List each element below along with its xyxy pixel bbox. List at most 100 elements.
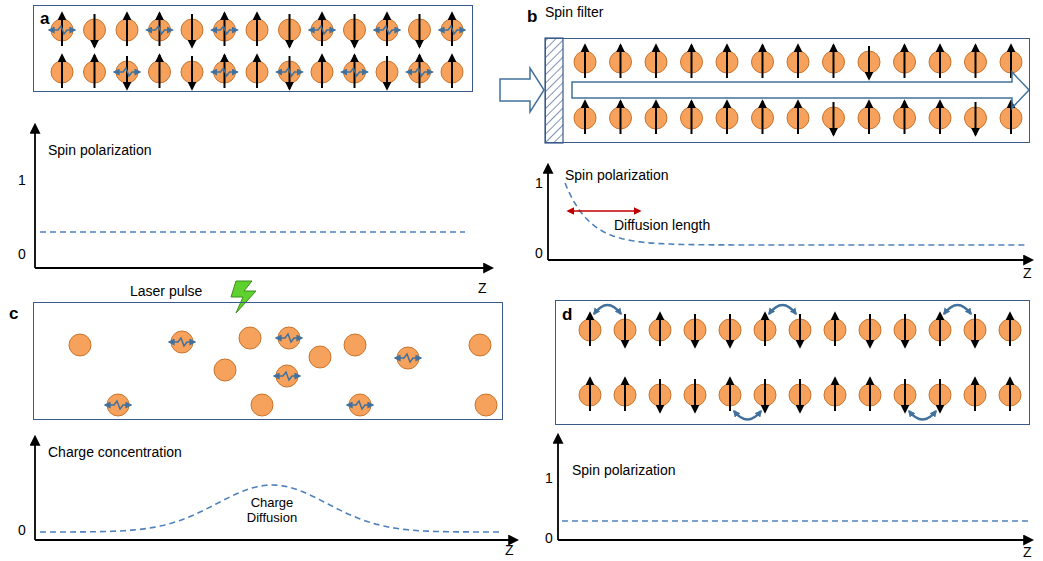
electron [716, 45, 738, 78]
axis-label: Spin polarization [572, 462, 676, 478]
electron [311, 55, 333, 88]
electron [716, 101, 738, 134]
electron [342, 55, 368, 88]
electron [347, 394, 373, 416]
electron [1000, 101, 1022, 134]
panel-letter: a [40, 10, 49, 27]
polarization-curve [565, 183, 1028, 245]
electron [344, 334, 366, 356]
electron [114, 56, 140, 89]
tick: 1 [18, 172, 26, 188]
electron [894, 45, 916, 78]
spin-filter [545, 38, 563, 143]
electron [469, 334, 491, 356]
part-label: Spin filter [545, 4, 603, 20]
laser-bolt [231, 281, 256, 313]
concentration-curve [40, 485, 500, 532]
tick: 1 [545, 470, 553, 486]
electron [610, 101, 632, 134]
electron [376, 56, 398, 89]
polarization-curve [562, 520, 1028, 522]
length-arrow [568, 210, 640, 212]
electron [824, 313, 846, 346]
axis-name: Z [1023, 544, 1032, 560]
electron [276, 327, 302, 349]
electron [649, 379, 671, 412]
electron [789, 314, 811, 347]
tick: 1 [535, 175, 543, 191]
electron [279, 14, 301, 47]
panel-frame: b [545, 38, 1030, 143]
electron [999, 313, 1021, 346]
electron [149, 55, 171, 88]
electron [181, 14, 203, 47]
electron [439, 13, 465, 46]
electron [929, 45, 951, 78]
tick: 0 [545, 530, 553, 546]
part-label: Laser pulse [130, 283, 202, 299]
electron [277, 56, 303, 89]
electron [965, 45, 987, 78]
electron [344, 14, 366, 47]
tick: 0 [18, 522, 26, 538]
panel-d-art [579, 305, 1021, 420]
electron [929, 101, 951, 134]
axes [558, 435, 1032, 540]
electron [246, 55, 268, 88]
electron [374, 13, 400, 46]
electron [574, 45, 596, 78]
axis-name: Z [1023, 265, 1032, 281]
axis-label: Spin polarization [565, 167, 669, 183]
electron [894, 379, 916, 412]
electron [894, 101, 916, 134]
axes [548, 165, 1032, 260]
spin-flip-arrow [909, 411, 936, 420]
electron [579, 378, 601, 411]
electron [719, 378, 741, 411]
axes [35, 125, 492, 268]
electron [789, 379, 811, 412]
electron [823, 102, 845, 135]
electron [84, 14, 106, 47]
axis-name: Z [478, 280, 487, 296]
electron [859, 314, 881, 347]
electron [929, 379, 951, 412]
electron [574, 101, 596, 134]
polarization-curve [40, 231, 465, 233]
spin-flip-arrow [594, 305, 621, 314]
electron [409, 14, 431, 47]
electron [649, 313, 671, 346]
spin-flip-arrow [769, 305, 796, 314]
electron [752, 45, 774, 78]
electron [105, 394, 131, 416]
electron [929, 313, 951, 346]
electron [407, 55, 433, 88]
electron [964, 378, 986, 411]
electron [309, 346, 331, 368]
electron [645, 101, 667, 134]
electron [684, 379, 706, 412]
panel-b-art [500, 38, 1029, 143]
electron [965, 102, 987, 135]
tick: 0 [535, 245, 543, 261]
electron [610, 45, 632, 78]
electron [214, 359, 236, 381]
axis-name: Z [505, 542, 514, 558]
panel-letter: b [527, 8, 537, 25]
electron [69, 334, 91, 356]
electron [274, 365, 300, 387]
spin-flip-arrow [944, 305, 971, 314]
electron [858, 46, 880, 79]
current-arrow [572, 72, 1029, 108]
electron [169, 331, 195, 353]
panel-frame: a [33, 5, 473, 92]
panel-letter: d [562, 306, 572, 323]
electron [858, 101, 880, 134]
electron [84, 55, 106, 88]
electron [823, 45, 845, 78]
spin-flip-arrow [734, 411, 761, 420]
electron [614, 314, 636, 347]
panel-frame: d [555, 300, 1030, 425]
